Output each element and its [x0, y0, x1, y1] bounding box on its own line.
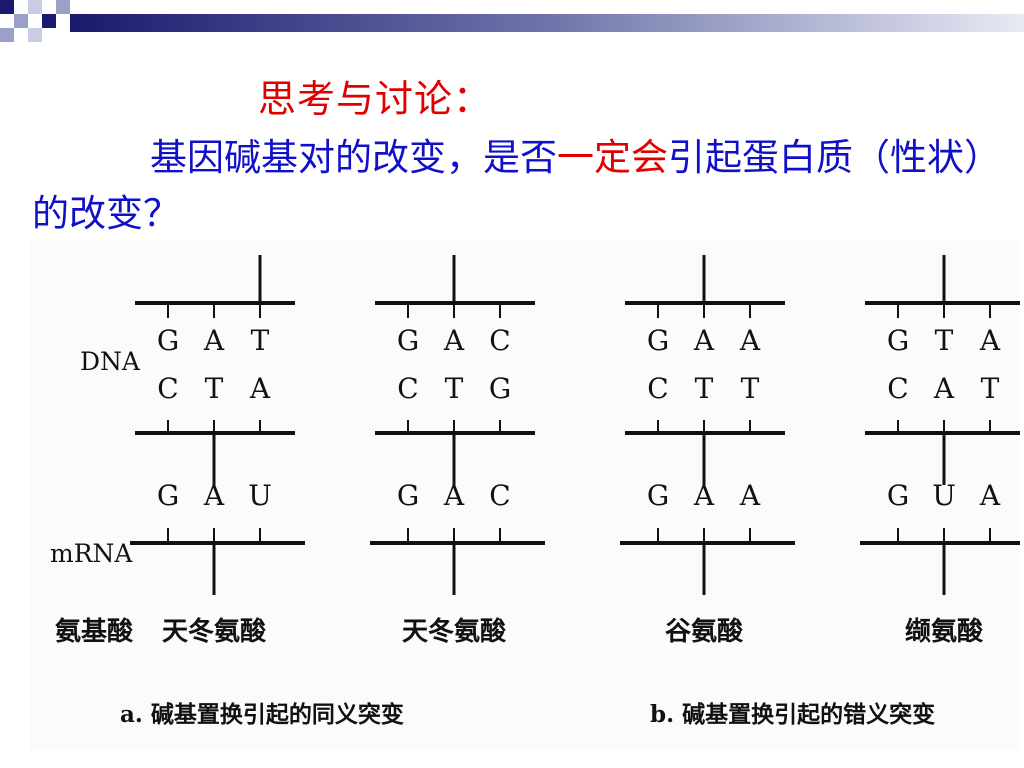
question-part-2: 引起蛋白质（性状）的改变？ [32, 136, 983, 235]
dna-bottom-base: T [445, 372, 464, 405]
dna-top-base: G [887, 324, 909, 357]
mrna-base: A [693, 479, 715, 512]
dna-bottom-base: A [933, 372, 955, 405]
dna-bottom-base: A [249, 372, 271, 405]
dna-bottom-base: T [981, 372, 1000, 405]
dna-label: DNA [80, 347, 141, 376]
dna-bottom-base: C [397, 372, 418, 405]
title-corner-decoration [0, 0, 1024, 42]
question-highlight: 一定会 [557, 136, 668, 179]
dna-bottom-base: T [695, 372, 714, 405]
caption-missense: b. 碱基置换引起的错义突变 [650, 701, 935, 728]
amino-acid-2: 天冬氨酸 [402, 616, 507, 647]
dna-bottom-base: C [157, 372, 178, 405]
amino-acid-4: 缬氨酸 [905, 616, 984, 647]
mrna-base: G [397, 479, 419, 512]
mrna-base: A [739, 479, 761, 512]
dna-bottom-base: C [887, 372, 908, 405]
question-text: 基因碱基对的改变，是否一定会引起蛋白质（性状）的改变？ [32, 130, 992, 242]
dna-bottom-base: T [205, 372, 224, 405]
dna-top-base: A [443, 324, 465, 357]
mrna-base: A [443, 479, 465, 512]
dna-top-base: G [397, 324, 419, 357]
discussion-heading: 思考与讨论： [258, 77, 493, 121]
mrna-base: A [203, 479, 225, 512]
caption-synonymous: a. 碱基置换引起的同义突变 [120, 701, 404, 728]
dna-top-base: A [693, 324, 715, 357]
dna-bottom-base: G [489, 372, 511, 405]
mrna-base: U [248, 479, 272, 512]
dna-top-base: A [739, 324, 761, 357]
mrna-base: C [489, 479, 510, 512]
dna-top-base: T [251, 324, 270, 357]
mrna-base: G [647, 479, 669, 512]
mrna-label: mRNA [50, 539, 133, 568]
dna-top-base: C [489, 324, 510, 357]
amino-acid-3: 谷氨酸 [665, 616, 744, 647]
dna-top-base: T [935, 324, 954, 357]
mrna-base: A [979, 479, 1001, 512]
amino-acid-label: 氨基酸 [55, 616, 134, 647]
dna-top-base: A [979, 324, 1001, 357]
dna-bottom-base: T [741, 372, 760, 405]
dna-top-base: A [203, 324, 225, 357]
dna-top-base: G [157, 324, 179, 357]
mrna-base: G [157, 479, 179, 512]
mrna-base: U [932, 479, 956, 512]
question-part-1: 基因碱基对的改变，是否 [150, 136, 557, 179]
dna-bottom-base: C [647, 372, 668, 405]
amino-acid-1: 天冬氨酸 [162, 616, 267, 647]
mrna-base: G [887, 479, 909, 512]
dna-top-base: G [647, 324, 669, 357]
